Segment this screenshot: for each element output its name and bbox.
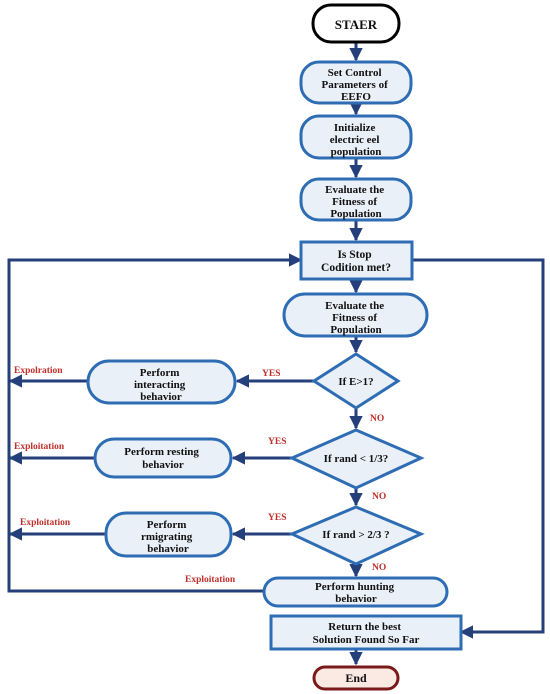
resting-line-1: Perform resting <box>124 446 199 458</box>
interacting-line-2: interacting <box>134 379 186 391</box>
exploration-label: Expolration <box>14 366 63 376</box>
svg-text:Perform rmigrating: Perform rmigrating behavior <box>141 519 195 555</box>
exploitation-label-1: Exploitation <box>14 442 65 452</box>
node-set-parameters: Set Control Parameters of EEFO <box>299 60 413 105</box>
svg-text:Is Stop Codition met?: Is Stop Codition met? <box>321 249 391 274</box>
return-best-line-2: Solution Found So Far <box>313 634 420 646</box>
migrating-line-3: behavior <box>147 543 189 555</box>
return-best-line-1: Return the best <box>328 621 401 633</box>
no-label-3: NO <box>372 563 386 573</box>
node-hunting: Perform hunting behavior <box>262 576 449 608</box>
node-resting: Perform resting behavior <box>93 437 233 479</box>
no-label-1: NO <box>370 414 384 424</box>
svg-text:Set Control Parameters o: Set Control Parameters of EEFO <box>321 67 390 103</box>
decision-r2-label: If rand > 2/3 ? <box>322 529 389 541</box>
exploitation-label-2: Exploitation <box>20 518 71 528</box>
svg-text:Evaluate the Fitness of: Evaluate the Fitness of Population <box>325 184 387 220</box>
svg-text:Evaluate the Fitness of: Evaluate the Fitness of Population <box>325 300 387 336</box>
decision-e-label: If E>1? <box>338 376 373 388</box>
connectors <box>7 42 545 666</box>
node-interacting: Perform interacting behavior <box>86 359 237 405</box>
start-label: STAER <box>335 17 378 32</box>
migrating-line-2: rmigrating <box>141 531 193 543</box>
stop-check-line-1: Is Stop <box>337 249 371 261</box>
decision-rand-less-third: If rand < 1/3? <box>288 428 425 490</box>
interacting-line-3: behavior <box>140 391 182 403</box>
decision-rand-greater-two-thirds: If rand > 2/3 ? <box>288 505 425 566</box>
decision-e-greater-1: If E>1? <box>311 352 401 410</box>
loop-hunting-to-stop <box>7 253 303 593</box>
svg-text:Perform interacting: Perform interacting behavior <box>134 367 188 403</box>
evaluate-1-line-3: Population <box>330 208 381 220</box>
edge-labels: YES NO YES NO YES NO Expolration Exploit… <box>14 366 386 585</box>
initialize-line-3: population <box>331 146 382 158</box>
exploitation-label-3: Exploitation <box>185 575 236 585</box>
migrating-line-1: Perform <box>147 519 187 531</box>
evaluate-1-line-1: Evaluate the <box>325 184 384 196</box>
yes-label-3: YES <box>268 513 286 523</box>
hunting-line-1: Perform hunting <box>315 581 395 593</box>
initialize-line-1: Initialize <box>334 122 376 134</box>
interacting-line-1: Perform <box>140 367 180 379</box>
evaluate-1-line-2: Fitness of <box>332 196 377 208</box>
set-params-line-3: EEFO <box>341 91 371 103</box>
decision-r1-label: If rand < 1/3? <box>324 453 389 465</box>
node-evaluate-fitness-2: Evaluate the Fitness of Population <box>282 292 429 338</box>
set-params-line-1: Set Control <box>328 67 382 79</box>
evaluate-2-line-2: Fitness of <box>332 312 377 324</box>
evaluate-2-line-1: Evaluate the <box>325 300 384 312</box>
resting-line-2: behavior <box>142 459 184 471</box>
evaluate-2-line-3: Population <box>330 324 381 336</box>
svg-text:Perform resting behavior: Perform resting behavior <box>124 446 201 471</box>
svg-text:Return the best Solution: Return the best Solution Found So Far <box>313 621 420 646</box>
node-migrating: Perform rmigrating behavior <box>104 511 233 558</box>
node-return-best: Return the best Solution Found So Far <box>269 614 463 651</box>
initialize-line-2: electric eel <box>330 134 380 146</box>
end-label: End <box>345 671 367 685</box>
hunting-line-2: behavior <box>335 593 377 605</box>
node-evaluate-fitness-1: Evaluate the Fitness of Population <box>299 177 413 222</box>
branch-stop-to-return <box>412 258 545 639</box>
node-start: STAER <box>311 3 401 44</box>
no-label-2: NO <box>372 492 386 502</box>
node-initialize: Initialize electric eel population <box>299 114 413 160</box>
node-end: End <box>312 665 400 691</box>
svg-text:Perform hunting behavior: Perform hunting behavior <box>315 581 397 605</box>
set-params-line-2: Parameters of <box>321 79 388 91</box>
node-stop-check: Is Stop Codition met? <box>299 240 414 281</box>
yes-label-1: YES <box>262 369 280 379</box>
svg-text:Initialize electric eel: Initialize electric eel population <box>330 122 383 158</box>
yes-label-2: YES <box>268 437 286 447</box>
stop-check-line-2: Codition met? <box>321 262 391 274</box>
